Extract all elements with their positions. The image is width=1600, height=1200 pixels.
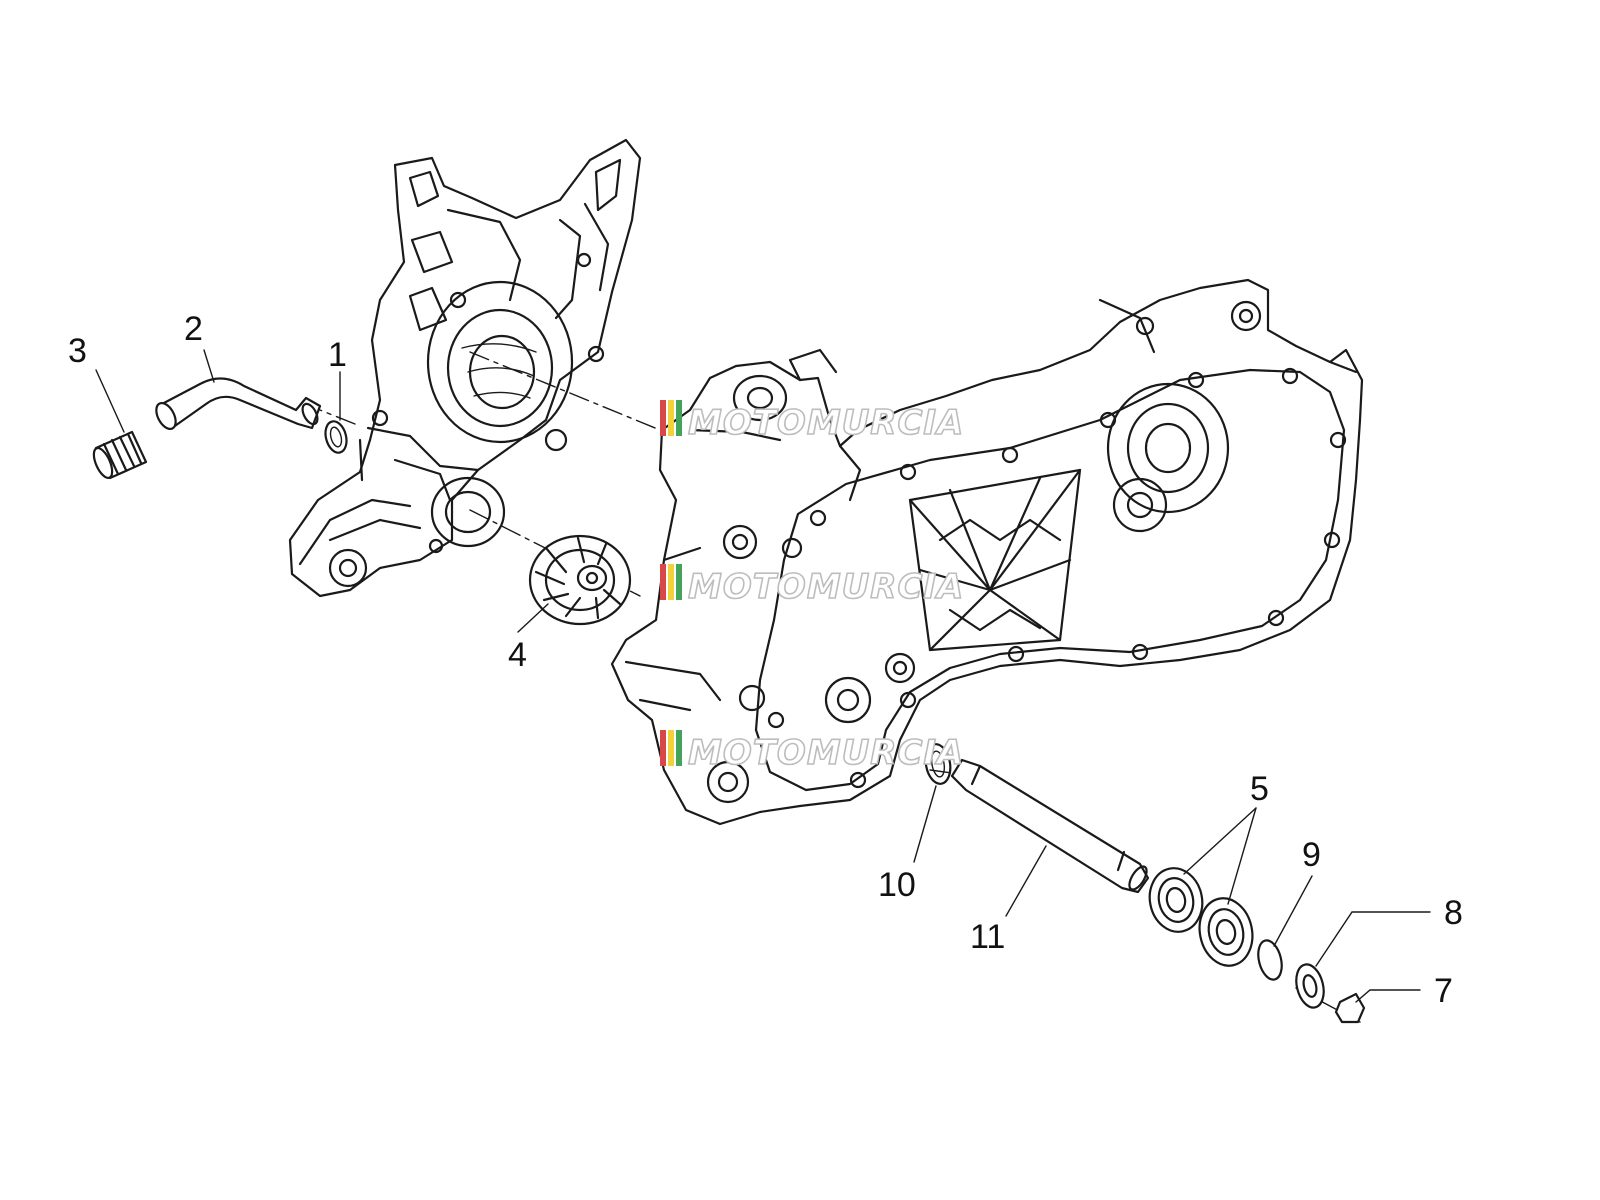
callout-7: 7	[1434, 972, 1453, 1010]
part-10-snap-ring	[924, 743, 952, 785]
callout-10: 10	[878, 866, 916, 904]
watermark-text: MOTOMURCIA	[688, 567, 964, 607]
part-4-impeller	[528, 534, 632, 626]
callout-3: 3	[68, 332, 87, 370]
part-3-plug-fitting	[92, 430, 148, 480]
part-11-pump-shaft	[950, 758, 1150, 894]
callout-8: 8	[1444, 894, 1463, 932]
part-2-bent-pipe	[155, 377, 322, 431]
leader-lines	[95, 349, 1431, 1003]
watermark-text: MOTOMURCIA	[688, 403, 964, 443]
watermark-3: MOTOMURCIA	[660, 730, 964, 774]
callout-labels: 1 2 3 4 5 7 8 9 10 11	[68, 310, 1463, 1010]
watermark-2: MOTOMURCIA	[660, 564, 964, 608]
part-9-circlip	[1257, 939, 1283, 981]
pump-cover-housing	[288, 138, 642, 598]
callout-9: 9	[1302, 836, 1321, 874]
watermark-text: MOTOMURCIA	[688, 733, 964, 773]
callout-1: 1	[328, 336, 347, 374]
callout-5: 5	[1250, 770, 1269, 808]
watermark-flag	[660, 400, 666, 436]
watermark-1: MOTOMURCIA	[660, 400, 964, 444]
part-5-bearings	[1148, 867, 1254, 967]
callout-11: 11	[970, 918, 1005, 956]
crankcase-main	[610, 278, 1364, 826]
part-1-o-ring	[324, 420, 348, 454]
callout-2: 2	[184, 310, 203, 348]
callout-4: 4	[508, 636, 527, 674]
part-8-washer	[1295, 963, 1325, 1009]
